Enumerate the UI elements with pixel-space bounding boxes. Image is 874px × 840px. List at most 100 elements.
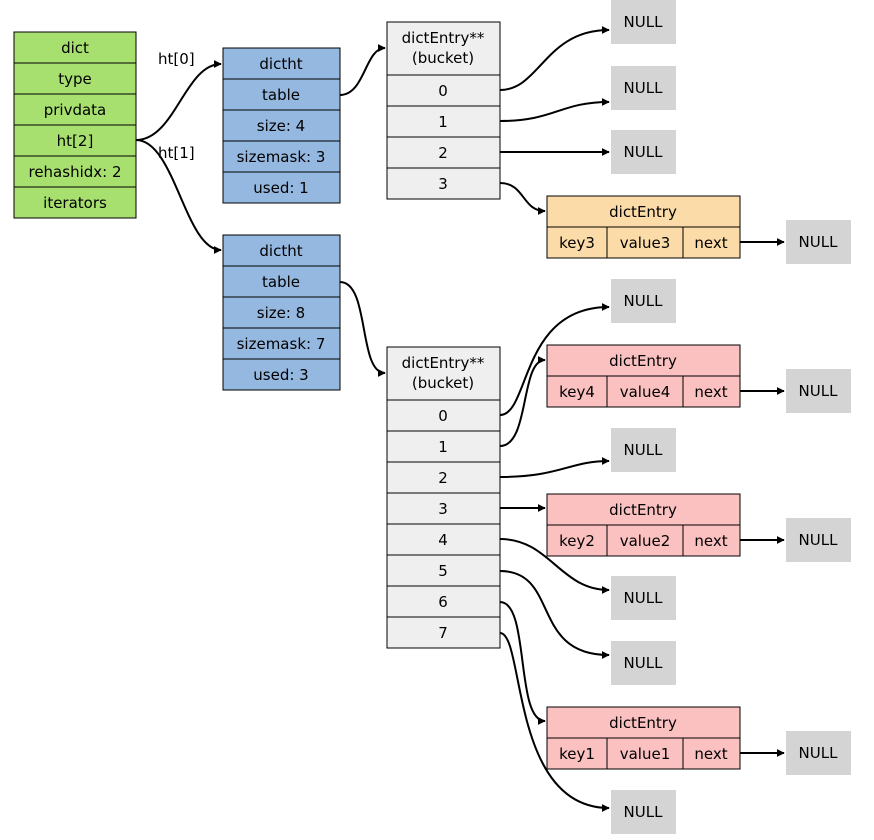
ht0-bucket-subtitle: (bucket) <box>412 49 474 67</box>
ht1-dictht-label: dictht <box>259 242 302 260</box>
null-box <box>611 66 676 110</box>
ht1-bucket-index-1: 1 <box>438 438 448 456</box>
ht1-row-dictht <box>222 234 341 267</box>
dict-entry-key2: dictEntry key2 value2 next <box>546 493 741 557</box>
entry-key1-header <box>546 706 741 739</box>
ht0-row-sizemask <box>222 140 341 173</box>
ht1-sizemask-label: sizemask: 7 <box>237 335 326 353</box>
entry-key2-key-cell <box>546 524 608 557</box>
edge-ht1-slot4 <box>499 538 610 594</box>
null-label: NULL <box>799 744 839 762</box>
entry-key3-key: key3 <box>559 234 595 252</box>
edges <box>135 26 785 812</box>
ht0-bucket-slot-2 <box>386 136 501 169</box>
null-label: NULL <box>624 143 664 161</box>
dictht-ht1: dictht table size: 8 sizemask: 7 used: 3 <box>222 234 341 391</box>
entry-key4-next-cell <box>682 375 741 408</box>
entry-key4-title: dictEntry <box>609 352 677 370</box>
ht1-bucket-header <box>386 346 501 401</box>
null-label: NULL <box>624 292 664 310</box>
entry-key2-value: value2 <box>620 532 671 550</box>
ht1-bucket-slot-0 <box>386 399 501 432</box>
dict-row-privdata <box>13 93 137 126</box>
ht1-bucket-index-2: 2 <box>438 469 448 487</box>
entry-key1-key: key1 <box>559 745 595 763</box>
ht1-row-size <box>222 296 341 329</box>
ht1-table-label: table <box>262 273 300 291</box>
entry-key4-key-cell <box>546 375 608 408</box>
edge-ht1 <box>135 139 222 254</box>
edge-ht1-slot0 <box>499 303 610 416</box>
ht0-bucket-slot-1 <box>386 105 501 138</box>
entry-key1-next: next <box>694 745 727 763</box>
dict-entry-key1: dictEntry key1 value1 next <box>546 706 741 770</box>
ht0-bucket-index-2: 2 <box>438 144 448 162</box>
edge-ht1-slot1 <box>499 356 546 447</box>
edge-ht0-slot3 <box>499 182 546 215</box>
ht1-bucket-index-5: 5 <box>438 562 448 580</box>
entry-key3-next: next <box>694 234 727 252</box>
null-box <box>786 369 851 413</box>
null-label: NULL <box>624 13 664 31</box>
ht1-size-label: size: 8 <box>257 304 305 322</box>
ht0-bucket-slot-0 <box>386 74 501 107</box>
ht1-null-boxes: NULL NULL NULL NULL NULL <box>611 279 676 834</box>
entry-key1-next-cell <box>682 737 741 770</box>
ht0-row-used <box>222 171 341 204</box>
ht1-row-used <box>222 358 341 391</box>
ht1-bucket-slot-5 <box>386 554 501 587</box>
ht1-bucket-slot-6 <box>386 585 501 618</box>
null-label: NULL <box>624 79 664 97</box>
entry-key2-title: dictEntry <box>609 501 677 519</box>
ht0-bucket-index-3: 3 <box>438 175 448 193</box>
entry-key4-next: next <box>694 383 727 401</box>
ht1-edge-label: ht[1] <box>158 144 195 162</box>
ht0-table-label: table <box>262 86 300 104</box>
edge-ht1-slot6 <box>499 601 546 725</box>
ht1-bucket-index-3: 3 <box>438 500 448 518</box>
edge-ht1-slot7 <box>499 632 610 812</box>
ht0-dictht-label: dictht <box>259 55 302 73</box>
ht0-null-boxes: NULL NULL NULL <box>611 0 676 174</box>
ht1-bucket-index-0: 0 <box>438 407 448 425</box>
null-label: NULL <box>799 531 839 549</box>
edge-ht1-slot2 <box>499 457 610 478</box>
ht0-bucket-array: dictEntry** (bucket) 0 1 2 3 <box>386 21 501 200</box>
null-box <box>611 0 676 44</box>
dict-ht-label: ht[2] <box>57 132 94 150</box>
ht0-bucket-header <box>386 21 501 76</box>
dict-iterators-label: iterators <box>43 194 107 212</box>
null-box <box>786 518 851 562</box>
entry-key3-next-cell <box>682 226 741 259</box>
entry-key1-title: dictEntry <box>609 714 677 732</box>
entry-key2-next-cell <box>682 524 741 557</box>
ht0-bucket-title: dictEntry** <box>402 29 485 47</box>
null-box <box>611 279 676 323</box>
ht1-used-label: used: 3 <box>253 366 308 384</box>
entry-key2-value-cell <box>606 524 684 557</box>
null-box <box>611 790 676 834</box>
entry-key1-value: value1 <box>620 745 671 763</box>
null-box <box>611 576 676 620</box>
null-label: NULL <box>624 654 664 672</box>
entry-key4-value-cell <box>606 375 684 408</box>
edge-ht0-slot0 <box>499 26 610 91</box>
ht1-bucket-subtitle: (bucket) <box>412 374 474 392</box>
ht0-sizemask-label: sizemask: 3 <box>237 148 326 166</box>
ht1-bucket-slot-4 <box>386 523 501 556</box>
ht0-used-label: used: 1 <box>253 179 308 197</box>
edge-ht0-table <box>339 44 386 96</box>
ht0-bucket-index-1: 1 <box>438 113 448 131</box>
edge-ht0 <box>135 60 222 141</box>
null-box <box>611 428 676 472</box>
ht1-bucket-index-4: 4 <box>438 531 448 549</box>
null-box <box>786 220 851 264</box>
null-box <box>611 641 676 685</box>
entry-key2-next: next <box>694 532 727 550</box>
ht1-bucket-title: dictEntry** <box>402 354 485 372</box>
null-label: NULL <box>624 441 664 459</box>
edge-ht0-slot1 <box>499 98 610 122</box>
ht0-bucket-index-0: 0 <box>438 82 448 100</box>
null-label: NULL <box>799 233 839 251</box>
